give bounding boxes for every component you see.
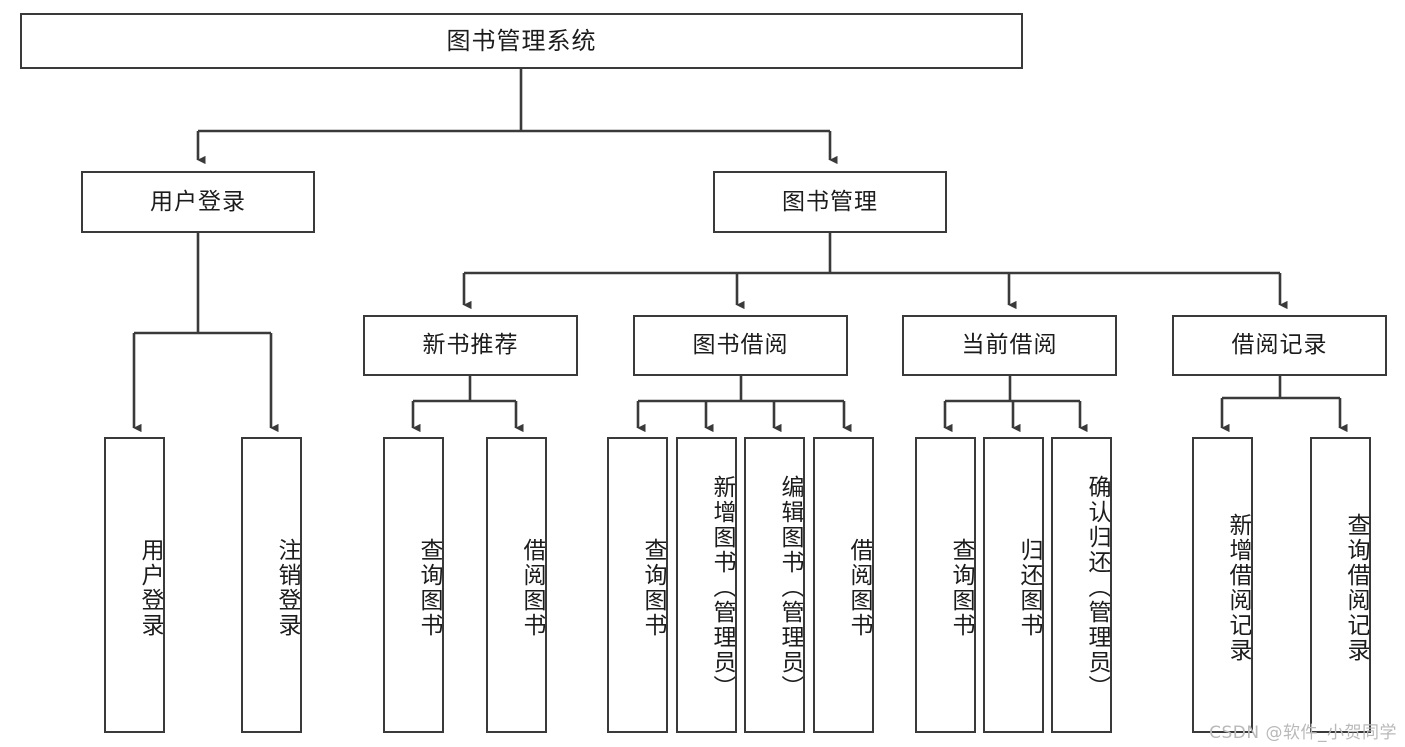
- leaf-user-login-logout[interactable]: 注销登录: [241, 437, 302, 733]
- leaf-current-borrow-return-book[interactable]: 归还图书: [983, 437, 1044, 733]
- node-book-borrow[interactable]: 图书借阅: [633, 315, 848, 376]
- leaf-book-borrow-query-book[interactable]: 查询图书: [607, 437, 668, 733]
- node-root-book-management-system[interactable]: 图书管理系统: [20, 13, 1023, 69]
- leaf-current-borrow-query-book[interactable]: 查询图书: [915, 437, 976, 733]
- csdn-watermark: CSDN @软件_小贺同学: [1209, 723, 1397, 743]
- node-new-book-recommend[interactable]: 新书推荐: [363, 315, 578, 376]
- leaf-user-login-login[interactable]: 用户登录: [104, 437, 165, 733]
- leaf-current-borrow-confirm-return-admin[interactable]: 确认归还（管理员）: [1051, 437, 1112, 733]
- leaf-new-book-borrow-book[interactable]: 借阅图书: [486, 437, 547, 733]
- leaf-book-borrow-edit-book-admin[interactable]: 编辑图书（管理员）: [744, 437, 805, 733]
- node-book-management[interactable]: 图书管理: [713, 171, 947, 233]
- node-user-login[interactable]: 用户登录: [81, 171, 315, 233]
- leaf-borrow-record-add-record[interactable]: 新增借阅记录: [1192, 437, 1253, 733]
- leaf-book-borrow-borrow-book[interactable]: 借阅图书: [813, 437, 874, 733]
- leaf-new-book-query-book[interactable]: 查询图书: [383, 437, 444, 733]
- leaf-book-borrow-add-book-admin[interactable]: 新增图书（管理员）: [676, 437, 737, 733]
- leaf-borrow-record-query-record[interactable]: 查询借阅记录: [1310, 437, 1371, 733]
- node-borrow-record[interactable]: 借阅记录: [1172, 315, 1387, 376]
- node-current-borrow[interactable]: 当前借阅: [902, 315, 1117, 376]
